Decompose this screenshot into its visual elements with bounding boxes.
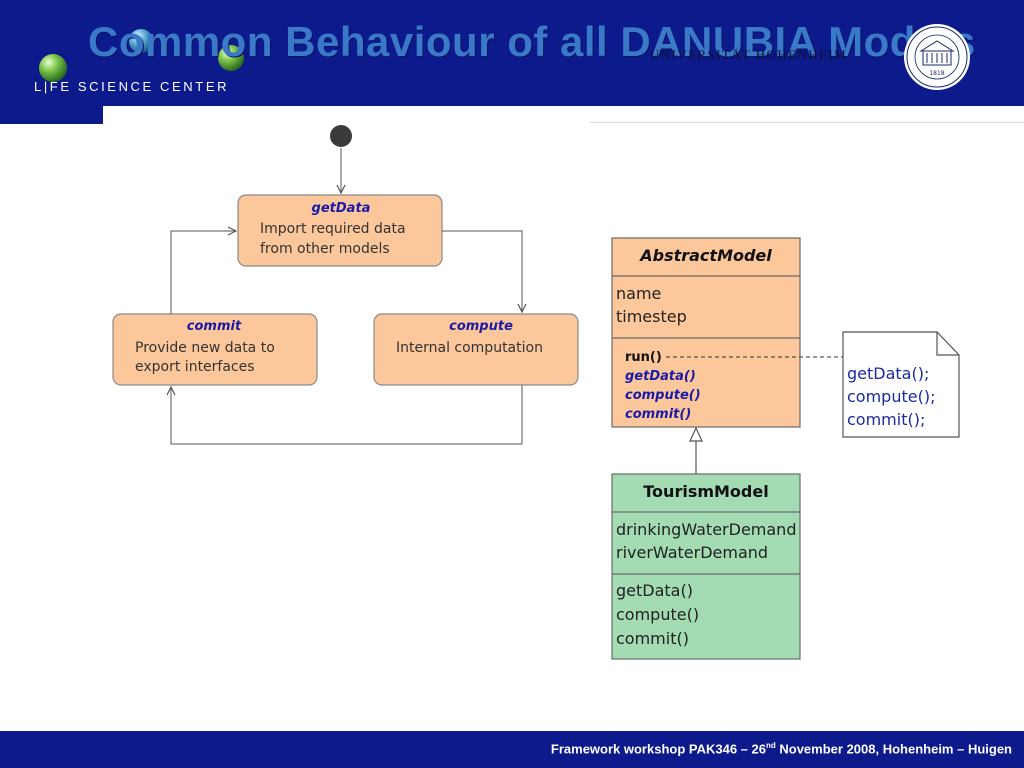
tourismmodel-op-compute: compute() [616, 605, 699, 624]
note-run-implementation: getData(); compute(); commit(); [842, 331, 960, 438]
header-strip [103, 106, 590, 122]
footer-text-after: November 2008, Hohenheim – Huigen [775, 741, 1012, 757]
abstractmodel-op-commit: commit() [625, 407, 691, 422]
header-divider [590, 122, 1024, 123]
tourismmodel-op-commit: commit() [616, 629, 689, 648]
state-compute-name: compute [449, 319, 513, 334]
abstractmodel-op-run: run() [625, 350, 662, 365]
state-getdata-desc-line2: from other models [260, 241, 390, 257]
class-tourismmodel: TourismModel drinkingWaterDemand riverWa… [611, 473, 801, 660]
green-ball-icon [38, 53, 68, 88]
university-seal-icon: 1818 [903, 23, 971, 96]
initial-node [330, 125, 352, 147]
footer-caption: Framework workshop PAK346 – 26nd Novembe… [551, 741, 1012, 756]
class-tourismmodel-name: TourismModel [643, 482, 768, 501]
header-banner [0, 0, 1024, 106]
state-getdata: getData Import required data from other … [237, 194, 443, 267]
state-compute-desc-line1: Internal computation [396, 340, 543, 356]
tourismmodel-op-getdata: getData() [616, 581, 693, 600]
green-ball-small-icon [217, 44, 245, 77]
header-tab [0, 106, 103, 124]
abstractmodel-op-compute: compute() [625, 388, 701, 403]
flow-getdata-to-compute [442, 230, 522, 312]
state-commit: commit Provide new data to export interf… [112, 313, 318, 386]
flow-commit-to-getdata [170, 231, 236, 314]
state-commit-name: commit [187, 319, 242, 334]
footer-text-before: Framework workshop PAK346 – 26 [550, 741, 766, 757]
note-line-compute: compute(); [847, 387, 935, 406]
abstractmodel-attr-name: name [616, 284, 661, 303]
state-commit-desc-line2: export interfaces [135, 359, 255, 375]
state-getdata-desc-line1: Import required data [260, 221, 406, 237]
blue-ball-icon [128, 28, 154, 59]
abstractmodel-attr-timestep: timestep [616, 307, 687, 326]
flow-compute-to-commit [171, 385, 523, 445]
seal-year: 1818 [929, 70, 944, 77]
state-commit-desc-line1: Provide new data to [135, 340, 275, 356]
footer-superscript: nd [765, 741, 776, 750]
state-getdata-name: getData [312, 201, 371, 216]
footer-bar: Framework workshop PAK346 – 26nd Novembe… [0, 731, 1024, 768]
generalization-arrow [689, 426, 703, 474]
note-line-commit: commit(); [847, 410, 925, 429]
abstractmodel-op-getdata: getData() [625, 369, 696, 384]
note-line-getdata: getData(); [847, 364, 929, 383]
class-abstractmodel-name: AbstractModel [638, 246, 772, 265]
tourismmodel-attr-drinkingwaterdemand: drinkingWaterDemand [616, 520, 796, 539]
life-science-center-logo-text: L|FE SCIENCE CENTER [34, 79, 230, 94]
class-abstractmodel: AbstractModel name timestep run() getDat… [611, 237, 801, 428]
state-compute: compute Internal computation [373, 313, 579, 386]
page-title: Common Behaviour of all DANUBIA Models [88, 18, 976, 65]
tourismmodel-attr-riverwaterdemand: riverWaterDemand [616, 543, 768, 562]
university-name: UNIVERSITÄT HOHENHEIM [650, 47, 848, 62]
